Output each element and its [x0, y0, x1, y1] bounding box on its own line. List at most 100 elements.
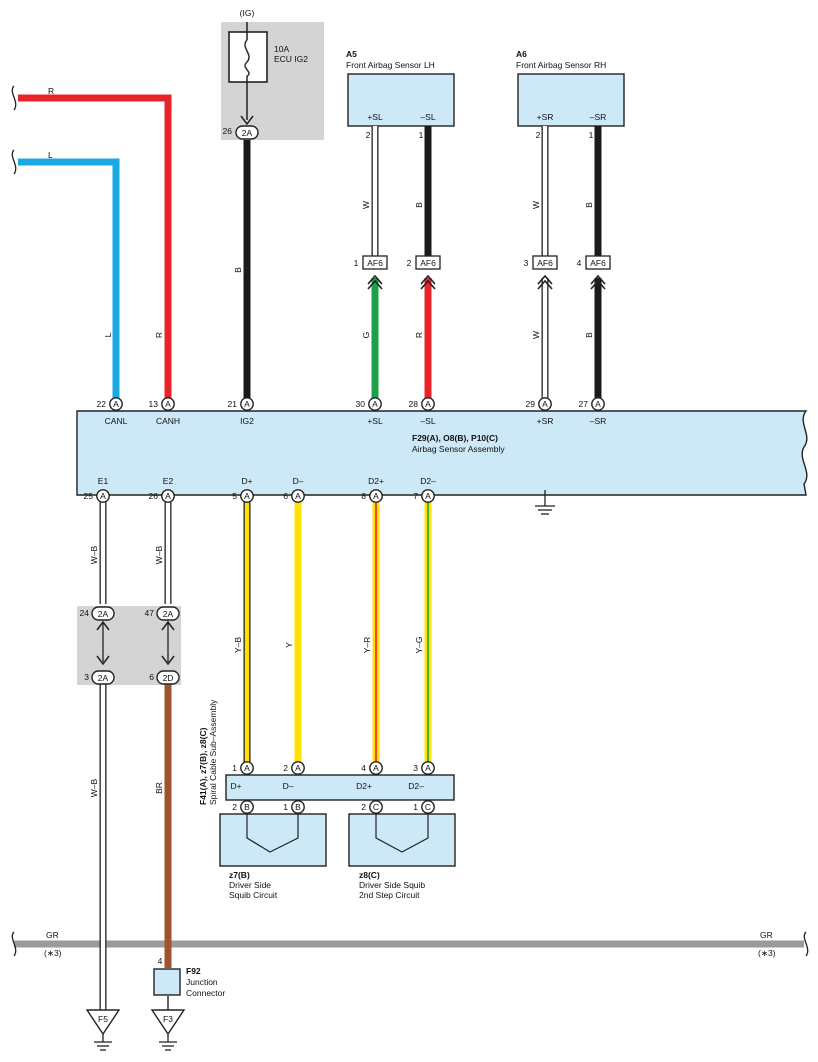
svg-text:5: 5 — [232, 491, 237, 501]
svg-text:1: 1 — [354, 258, 359, 268]
mid-junction-pin: 3 2A — [84, 670, 115, 685]
svg-text:2: 2 — [283, 763, 288, 773]
svg-text:AF6: AF6 — [367, 258, 383, 268]
assembly-pin-label: CANL — [105, 416, 128, 426]
junction-connector-box — [153, 968, 181, 996]
mid-junction-pin: 6 2D — [149, 670, 180, 685]
ground-point-f5: F5 — [85, 1009, 121, 1051]
assembly-pin-label: D+ — [241, 476, 252, 486]
svg-text:2: 2 — [361, 802, 366, 812]
gr-bus-label-right: GR — [760, 930, 773, 940]
spiral-pin-label: D+ — [230, 781, 241, 791]
fuse-rating: 10A — [274, 44, 289, 54]
af6-arrow-icon — [367, 274, 383, 285]
svg-text:2A: 2A — [163, 609, 174, 619]
svg-text:A: A — [113, 399, 119, 409]
gr-bus-sub-right: (∗3) — [758, 948, 776, 958]
wire-color-label: R — [154, 332, 164, 338]
assembly-pin-label: +SL — [367, 416, 383, 426]
mid-junction-pin: 47 2A — [145, 606, 180, 621]
svg-text:4: 4 — [577, 258, 582, 268]
spiral-top-pin: 1 A — [232, 761, 254, 775]
svg-text:C: C — [425, 802, 431, 812]
assembly-bottom-pin: 7 A — [413, 489, 435, 503]
assembly-bottom-pin: 25 A — [84, 489, 110, 503]
svg-text:26: 26 — [223, 126, 233, 136]
junction-connector-code: F92 — [186, 966, 201, 976]
wire-break-icon — [803, 931, 809, 957]
wire-canh-red — [18, 94, 172, 398]
af6-arrow-icon — [537, 274, 553, 285]
assembly-top-pin: 27 A — [579, 397, 605, 411]
spiral-pin-label: D2– — [408, 781, 424, 791]
wire-break-icon — [11, 931, 17, 957]
junction-connector-pin: 4 — [158, 956, 163, 966]
assembly-pin-label: D2– — [420, 476, 436, 486]
bus-wire-l-label: L — [48, 150, 53, 160]
assembly-pin-label: E1 — [98, 476, 109, 486]
wire-color-label: B — [414, 202, 424, 208]
wire-color-label: W–B — [89, 545, 99, 564]
ground-triangle-icon — [150, 1009, 186, 1036]
af6-arrow-icon — [590, 274, 606, 285]
assembly-bottom-pin: 6 A — [283, 489, 305, 503]
svg-text:F5: F5 — [98, 1014, 108, 1024]
svg-text:22: 22 — [97, 399, 107, 409]
svg-text:27: 27 — [579, 399, 589, 409]
wire-color-label: W–B — [154, 545, 164, 564]
svg-text:21: 21 — [228, 399, 238, 409]
svg-text:C: C — [373, 802, 379, 812]
ground-point-f3: F3 — [150, 1009, 186, 1051]
mid-junction-pin: 24 2A — [80, 606, 115, 621]
assembly-pin-label: –SL — [420, 416, 435, 426]
af6-connector: 3 AF6 — [524, 255, 558, 270]
spiral-top-pin: 2 A — [283, 761, 305, 775]
junction-arrow-icon — [161, 655, 175, 666]
assembly-pin-label: D2+ — [368, 476, 384, 486]
svg-text:6: 6 — [283, 491, 288, 501]
svg-text:3: 3 — [524, 258, 529, 268]
svg-text:1: 1 — [232, 763, 237, 773]
assembly-top-pin: 30 A — [356, 397, 382, 411]
svg-text:A: A — [244, 491, 250, 501]
svg-text:A: A — [244, 399, 250, 409]
squib-2-line2: 2nd Step Circuit — [359, 890, 420, 900]
sensor-rh-pin-num-plus: 2 — [536, 130, 541, 140]
gr-bus-label-left: GR — [46, 930, 59, 940]
svg-text:2A: 2A — [98, 609, 109, 619]
assembly-code: F29(A), O8(B), P10(C) — [412, 433, 498, 443]
assembly-pin-label: D– — [293, 476, 304, 486]
sensor-lh-pin-label-plus: +SL — [367, 112, 383, 122]
svg-text:3: 3 — [84, 672, 89, 682]
fuse-box — [228, 31, 268, 83]
svg-text:A: A — [100, 491, 106, 501]
assembly-pin-label: IG2 — [240, 416, 254, 426]
assembly-top-pin: 13 A — [149, 397, 175, 411]
svg-text:2: 2 — [232, 802, 237, 812]
svg-text:A: A — [373, 763, 379, 773]
ground-icon — [535, 490, 555, 515]
svg-text:F3: F3 — [163, 1014, 173, 1024]
spiral-bottom-pin: 1 B — [283, 800, 305, 814]
svg-text:B: B — [244, 802, 250, 812]
squib-element-icon — [375, 813, 429, 853]
af6-arrow-icon — [420, 279, 436, 290]
af6-arrow-icon — [420, 274, 436, 285]
squib-1-line2: Squib Circuit — [229, 890, 278, 900]
wire-canl-blue — [18, 158, 120, 398]
bus-wire-r-label: R — [48, 86, 54, 96]
junction-arrow-icon — [96, 620, 110, 631]
svg-text:6: 6 — [149, 672, 154, 682]
junction-connector-line2: Connector — [186, 988, 225, 998]
svg-text:B: B — [295, 802, 301, 812]
wire-color-label: Y–B — [233, 637, 243, 653]
wire-color-label: BR — [154, 782, 164, 794]
svg-text:28: 28 — [409, 399, 419, 409]
spiral-bottom-pin: 2 B — [232, 800, 254, 814]
sensor-lh-code: A5 — [346, 49, 357, 59]
squib-circuit-box — [348, 813, 456, 867]
svg-text:8: 8 — [361, 491, 366, 501]
assembly-top-pin: 21 A — [228, 397, 254, 411]
spiral-cable-name: Spiral Cable Sub–Assembly — [208, 699, 218, 805]
svg-text:AF6: AF6 — [420, 258, 436, 268]
